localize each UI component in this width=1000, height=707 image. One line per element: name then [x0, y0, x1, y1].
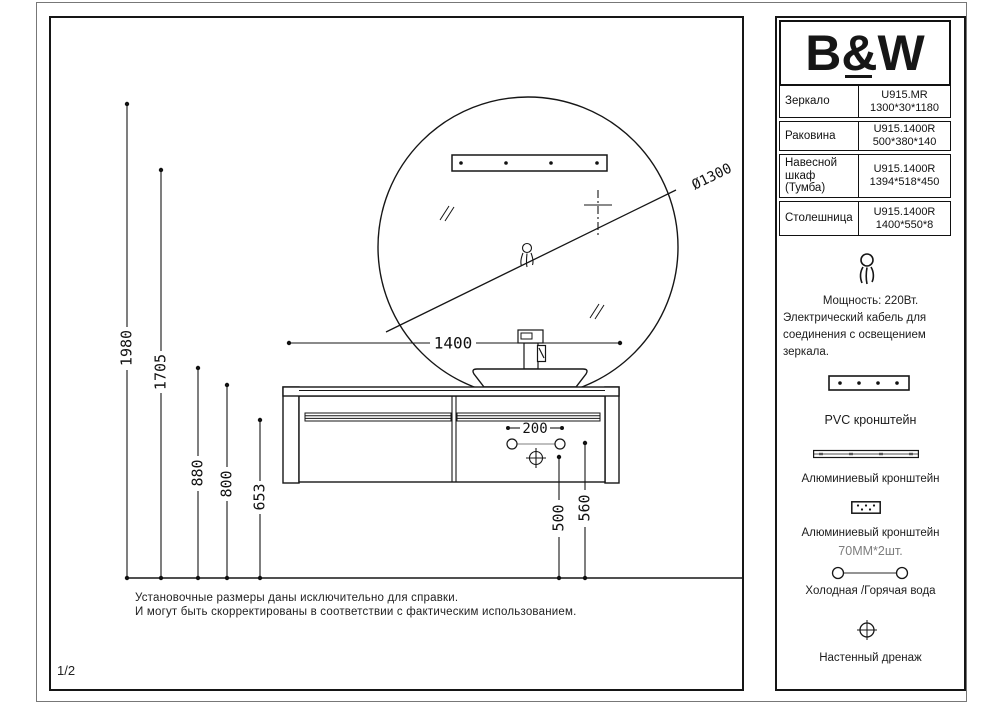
drawing-frame: [49, 16, 744, 691]
spec-model: U915.1400R: [873, 205, 936, 218]
spec-table: Зеркало U915.MR 1300*30*1180 Раковина U9…: [779, 85, 951, 239]
brand-logo-text: B&W: [805, 25, 925, 81]
brand-logo: B&W: [779, 20, 951, 86]
spec-label: Навесной шкаф (Тумба): [780, 155, 859, 197]
spec-model: U915.MR: [881, 88, 928, 101]
dim-label-1705: 1705: [152, 354, 170, 390]
page-number: 1/2: [57, 663, 76, 678]
spec-size: 1400*550*8: [875, 218, 934, 231]
note-line-2: И могут быть скорректированы в соответст…: [135, 605, 577, 618]
vanity-cabinet: [282, 386, 620, 484]
power-desc-2: соединения с освещением: [783, 329, 926, 341]
floor-line: [124, 575, 743, 581]
dim-label-1980: 1980: [118, 330, 136, 366]
wall-drain-icon: [857, 620, 877, 640]
mirror-bracket: [451, 154, 608, 172]
power-desc-3: зеркала.: [783, 346, 829, 358]
spec-label: Столешница: [780, 202, 859, 235]
power-title: Мощность: 220Вт.: [822, 295, 919, 307]
spec-model: U915.1400R: [873, 163, 936, 175]
dim-label-mirror-diameter: Ø1300: [690, 161, 735, 194]
water-supply-icon: [831, 566, 909, 580]
dim-label-1400: 1400: [434, 334, 473, 353]
water-supply-points: [506, 438, 566, 450]
dim-label-880: 880: [189, 459, 207, 486]
drain-point: [526, 448, 546, 468]
spec-size: 1300*30*1180: [870, 101, 939, 114]
faucet: [517, 329, 547, 370]
logo-ampersand-underline: [845, 74, 872, 78]
spec-row-mirror: Зеркало U915.MR 1300*30*1180: [779, 85, 951, 118]
aluminum-bracket-label: Алюминиевый кронштейн: [801, 473, 940, 485]
dim-vertical-lines: [124, 101, 588, 578]
spec-size: 500*380*140: [872, 136, 937, 148]
spec-value: U915.MR 1300*30*1180: [859, 86, 950, 117]
dim-supply-spacing-200: [506, 426, 564, 430]
wall-drain-label: Настенный дренаж: [819, 652, 922, 664]
dim-label-200: 200: [522, 421, 547, 437]
pvc-bracket-icon: [828, 375, 910, 391]
spec-size: 1394*518*450: [869, 176, 940, 188]
dim-width-1400: [286, 340, 623, 346]
dim-label-800: 800: [218, 470, 236, 497]
water-supply-label: Холодная /Горячая вода: [805, 585, 936, 597]
mirror-center-mark: [584, 190, 612, 236]
power-cable-icon: [859, 253, 875, 285]
cabinet-handle-groove: [304, 412, 601, 422]
glass-hatch-marks: [439, 205, 605, 320]
spec-value: U915.1400R 500*380*140: [859, 122, 950, 150]
pvc-bracket-label: PVC кронштейн: [824, 413, 917, 427]
basin: [472, 368, 588, 388]
power-desc-1: Электрический кабель для: [783, 312, 927, 324]
mirror-cable-icon: [520, 242, 534, 268]
installation-note: Установочные размеры даны исключительно …: [135, 592, 576, 619]
sheet-border: [36, 2, 967, 702]
spec-value: U915.1400R 1400*550*8: [859, 202, 950, 235]
dim-label-500: 500: [550, 504, 568, 531]
aluminum-bracket-icon: [813, 449, 919, 459]
spec-row-sink: Раковина U915.1400R 500*380*140: [779, 121, 951, 151]
aluminum-bracket-small-label: Алюминиевый кронштейн: [801, 527, 940, 539]
spec-label: Раковина: [780, 122, 859, 150]
spec-row-cabinet: Навесной шкаф (Тумба) U915.1400R 1394*51…: [779, 154, 951, 198]
note-line-1: Установочные размеры даны исключительно …: [135, 592, 459, 604]
dim-label-653: 653: [251, 483, 269, 510]
spec-panel-frame: [775, 16, 966, 691]
aluminum-bracket-small-icon: [851, 501, 881, 514]
spec-label: Зеркало: [780, 86, 859, 117]
spec-row-countertop: Столешница U915.1400R 1400*550*8: [779, 201, 951, 236]
aluminum-bracket-qty: 70MM*2шт.: [838, 544, 903, 558]
spec-panel: B&W Зеркало U915.MR 1300*30*1180 Раковин…: [777, 18, 964, 689]
dim-label-560: 560: [576, 494, 594, 521]
spec-model: U915.1400R: [873, 123, 936, 135]
spec-value: U915.1400R 1394*518*450: [859, 155, 950, 197]
